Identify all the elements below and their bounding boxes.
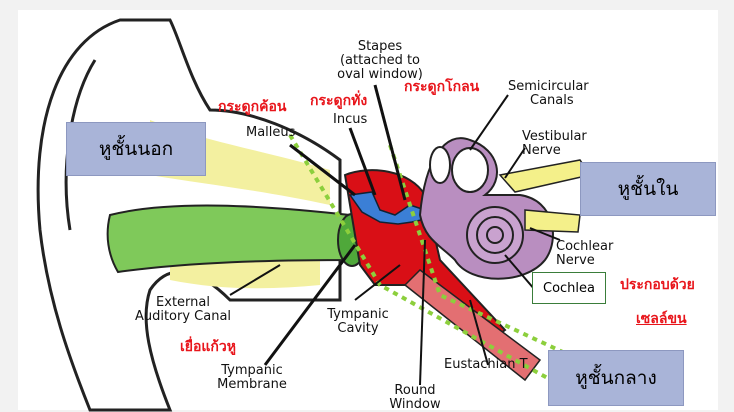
cochlear-nerve-label-line1: Cochlear: [556, 240, 613, 254]
stapes-label-sub1: (attached to: [320, 54, 440, 68]
stapes-label: Stapes (attached to oval window): [320, 40, 440, 82]
stapes-label-text: Stapes: [320, 40, 440, 54]
inner-ear-region-box: หูชั้นใน: [580, 162, 716, 216]
tympanic-cavity-label: Tympanic Cavity: [318, 308, 398, 336]
outer-ear-region-box: หูชั้นนอก: [66, 122, 206, 176]
thai-composed-of-label: ประกอบด้วย: [620, 278, 695, 292]
semicircular-loop: [452, 148, 488, 192]
vestibular-nerve-label: Vestibular Nerve: [522, 130, 587, 158]
thai-malleus-label: กระดูกค้อน: [218, 100, 286, 114]
cochlea-shape: [467, 207, 523, 263]
external-label-line1: External: [118, 296, 248, 310]
external-auditory-canal-label: External Auditory Canal: [118, 296, 248, 324]
round-window-label-line2: Window: [380, 398, 450, 412]
middle-ear-region-box: หูชั้นกลาง: [548, 350, 684, 406]
cochlea-label: Cochlea: [532, 272, 606, 304]
tympanic-membrane-label: Tympanic Membrane: [202, 364, 302, 392]
thai-stapes-label: กระดูกโกลน: [404, 80, 479, 94]
vestibular-label-line2: Nerve: [522, 144, 587, 158]
incus-label: Incus: [333, 113, 367, 127]
semicircular-loop-2: [430, 147, 450, 183]
vestibular-label-line1: Vestibular: [522, 130, 587, 144]
cochlear-nerve-label-line2: Nerve: [556, 254, 613, 268]
semicircular-canals-label: Semicircular Canals: [508, 80, 589, 108]
semicircular-label-line1: Semicircular: [508, 80, 589, 94]
thai-incus-label: กระดูกทั่ง: [310, 94, 367, 108]
tympanic-membrane-label-line2: Membrane: [202, 378, 302, 392]
tympanic-cavity-label-line2: Cavity: [318, 322, 398, 336]
tympanic-cavity-label-line1: Tympanic: [318, 308, 398, 322]
round-window-label-line1: Round: [380, 384, 450, 398]
thai-eardrum-label: เยื่อแก้วหู: [180, 340, 236, 354]
cochlear-nerve-label: Cochlear Nerve: [556, 240, 613, 268]
thai-hair-cells-label: เซลล์ขน: [636, 312, 687, 326]
malleus-label: Malleus: [246, 126, 295, 140]
eustachian-tube-label: Eustachian T: [444, 358, 528, 372]
semicircular-label-line2: Canals: [508, 94, 589, 108]
tympanic-membrane-label-line1: Tympanic: [202, 364, 302, 378]
external-label-line2: Auditory Canal: [118, 310, 248, 324]
round-window-label: Round Window: [380, 384, 450, 412]
